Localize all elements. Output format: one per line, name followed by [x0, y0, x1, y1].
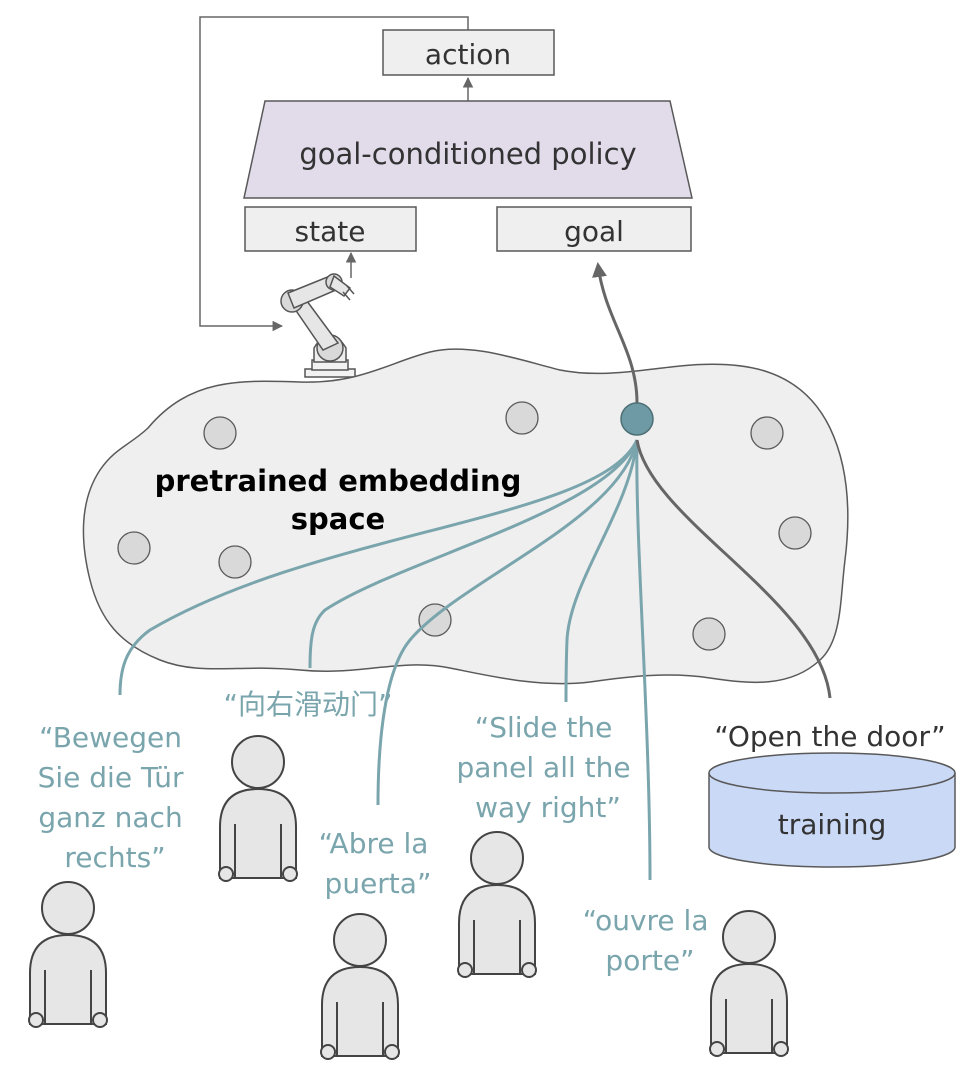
english-paraphrase-line-2: panel all the [456, 751, 630, 784]
spanish-instruction: “Abre la puerta” [319, 827, 438, 900]
person-icon [709, 910, 789, 1057]
policy-label: goal-conditioned policy [299, 137, 636, 171]
english-paraphrase-mapping-curve [564, 439, 639, 703]
embedding-node [218, 545, 252, 579]
spanish-mapping-curve [376, 439, 639, 806]
french-instruction: “ouvre la porte” [583, 904, 718, 977]
english-paraphrase-instruction: “Slide the panel all the way right” [456, 711, 639, 824]
embedding-node [117, 531, 151, 565]
chinese-instruction: “向右滑动门” [223, 688, 392, 721]
spanish-line-2: puerta” [325, 867, 432, 900]
person-icon [28, 881, 108, 1028]
state-box: state [244, 206, 417, 252]
goal-box: goal [496, 206, 692, 252]
embedding-space-blob [82, 348, 849, 685]
training-label: training [778, 808, 886, 841]
training-mapping-curve [635, 439, 832, 699]
embedding-node [203, 416, 237, 450]
policy-block: goal-conditioned policy [243, 100, 693, 199]
chinese-mapping-curve [308, 439, 639, 669]
german-line-2: Sie die Tür [38, 761, 184, 794]
action-box: action [382, 29, 555, 76]
spanish-line-1: “Abre la [319, 827, 429, 860]
goal-embedding-node [620, 402, 654, 436]
german-line-1: “Bewegen [39, 721, 182, 754]
french-line-1: “ouvre la [583, 904, 709, 937]
goal-label: goal [564, 215, 624, 248]
person-icon [218, 735, 298, 882]
german-instruction: “Bewegen Sie die Tür ganz nach rechts” [38, 721, 193, 874]
embedding-node [418, 603, 452, 637]
person-icon [320, 913, 400, 1060]
embedding-nodes [117, 401, 812, 651]
embedding-node [750, 416, 784, 450]
french-mapping-curve [635, 439, 652, 881]
action-label: action [425, 38, 511, 71]
english-paraphrase-line-3: way right” [475, 791, 621, 824]
person-icon [457, 831, 537, 978]
instruction-mappings [118, 439, 652, 881]
training-dataset-icon: training [708, 752, 956, 868]
embedding-node [505, 401, 539, 435]
german-mapping-curve [118, 439, 639, 696]
english-paraphrase-line-1: “Slide the [475, 711, 613, 744]
french-line-2: porte” [605, 944, 694, 977]
robot-arm-icon [280, 273, 356, 378]
embedding-node [692, 617, 726, 651]
embedding-to-goal-arrow [592, 262, 639, 404]
german-line-4: rechts” [64, 841, 165, 874]
embedding-node [778, 516, 812, 550]
english-training-instruction: “Open the door” [714, 720, 945, 753]
feedback-loop-line [199, 16, 469, 332]
embedding-label-line2: space [291, 502, 385, 536]
german-line-3: ganz nach [38, 801, 182, 834]
state-label: state [295, 215, 366, 248]
embedding-label-line1: pretrained embedding [155, 464, 522, 498]
